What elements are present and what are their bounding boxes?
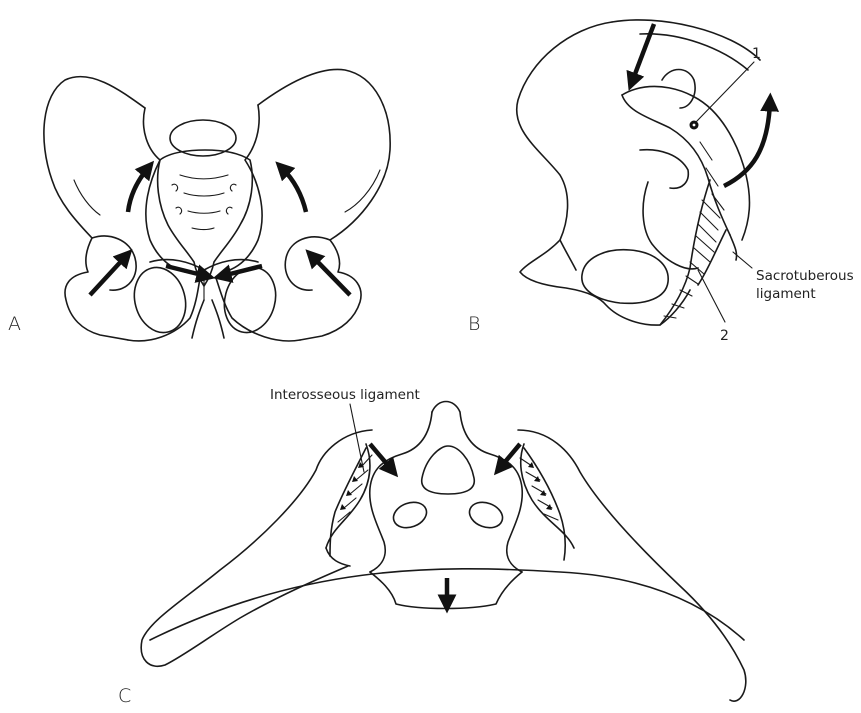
ligament-fibers-icon: [520, 448, 565, 560]
arrow-icon: [632, 24, 654, 82]
interosseous-ligament-label: Interosseous ligament: [270, 387, 420, 403]
panel-a-pelvis-anterior: A: [8, 69, 390, 340]
panel-a-letter: A: [8, 313, 21, 335]
panel-c-letter: C: [118, 685, 131, 707]
arrow-icon: [282, 168, 306, 212]
ligament-fibers-icon: [330, 448, 372, 556]
arrow-icon: [312, 256, 350, 295]
panel-b-pelvis-lateral: 1 2 Sacrotuberous ligament B: [468, 20, 854, 344]
arrow-icon: [128, 168, 148, 212]
panel-b-letter: B: [468, 313, 480, 335]
panel-c-transverse-section: Interosseous ligament C: [118, 387, 746, 707]
marker-1: 1: [752, 46, 761, 62]
sacrotuberous-label-line1: Sacrotuberous: [756, 268, 854, 284]
sacrotuberous-label-line2: ligament: [756, 286, 816, 302]
curved-arrow-icon: [724, 102, 770, 186]
marker-2: 2: [720, 328, 729, 344]
arrow-icon: [370, 444, 392, 470]
